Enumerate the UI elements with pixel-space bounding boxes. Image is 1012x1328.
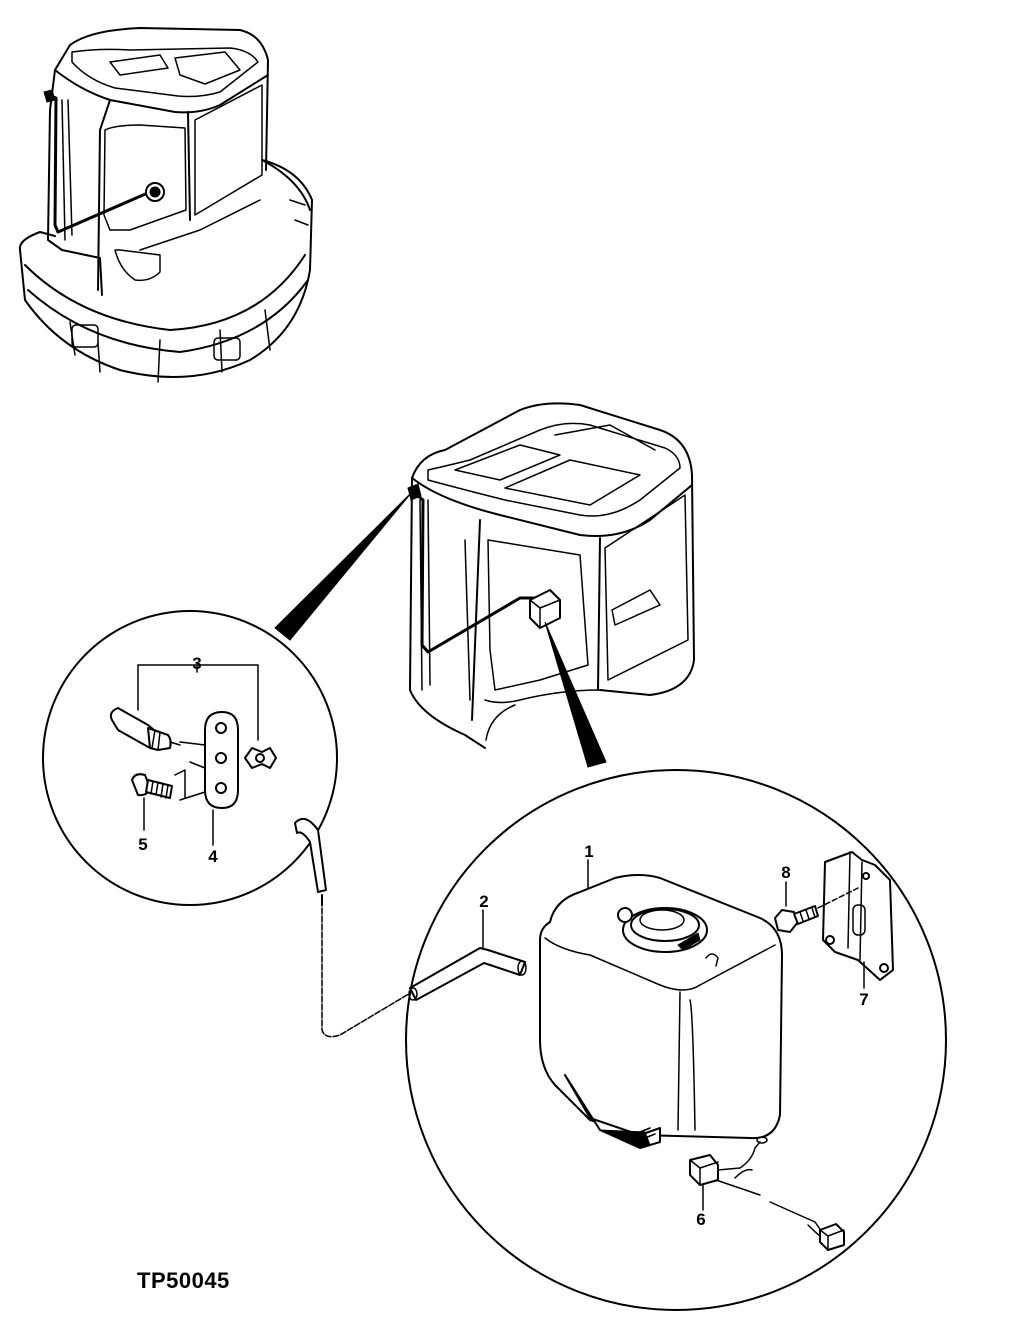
- callout-6: 6: [696, 1210, 705, 1229]
- callout-1: 1: [584, 842, 593, 861]
- pointer-to-nozzle-detail: [274, 491, 413, 641]
- callout-4: 4: [208, 847, 218, 866]
- callout-8: 8: [781, 863, 790, 882]
- callout-5: 5: [138, 835, 147, 854]
- pointer-to-tank-detail: [544, 621, 607, 768]
- hose-routing: [294, 817, 413, 1038]
- callout-3: 3: [192, 654, 201, 673]
- machine-overview: [18, 27, 313, 383]
- cab-detail: [407, 402, 695, 749]
- reference-code: TP50045: [137, 1268, 230, 1293]
- tank-detail-circle: [405, 769, 947, 1311]
- callout-2: 2: [479, 892, 488, 911]
- callout-7: 7: [859, 990, 868, 1009]
- nozzle-detail-circle: [42, 610, 338, 906]
